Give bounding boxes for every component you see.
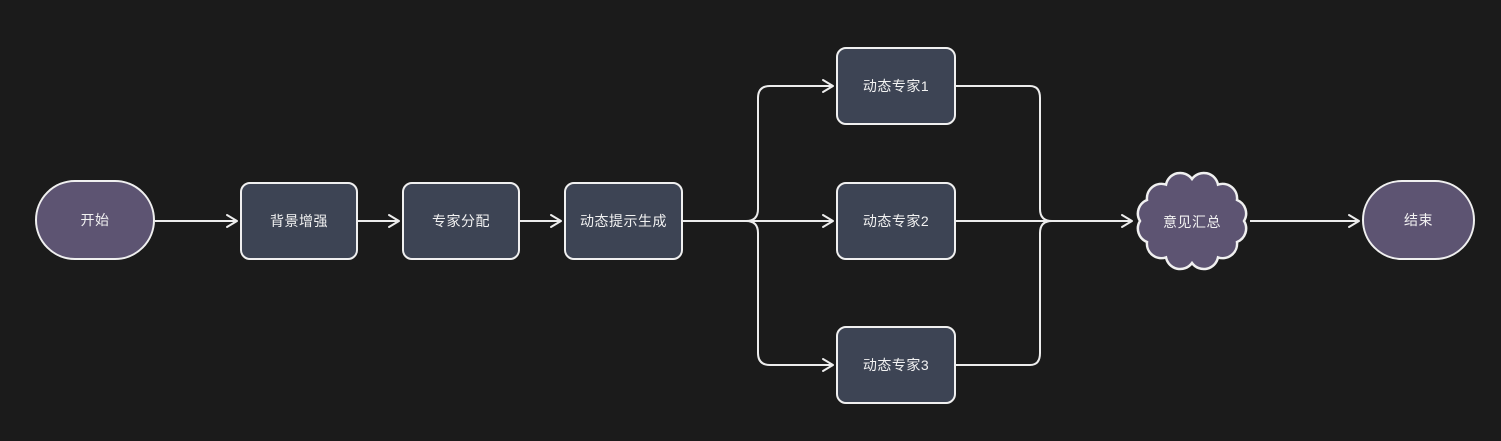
edge-merge-to-opinion-summary-arrowhead — [1121, 214, 1133, 228]
edge-dynamic-prompt-to-dynamic-expert-3-arrowhead — [822, 358, 834, 372]
node-background-enhance-label: 背景增强 — [270, 213, 328, 229]
node-background-enhance: 背景增强 — [240, 182, 358, 260]
node-opinion-summary: 意见汇总 — [1133, 183, 1251, 261]
edge-dynamic-prompt-to-dynamic-expert-1-arrowhead — [822, 79, 834, 93]
edge-background-enhance-to-expert-assign-arrowhead — [388, 214, 400, 228]
edge-dynamic-expert-1-to-opinion-summary — [956, 85, 1053, 222]
node-expert-assign: 专家分配 — [402, 182, 520, 260]
node-opinion-summary-label: 意见汇总 — [1163, 214, 1221, 230]
edge-dynamic-expert-3-to-opinion-summary — [956, 220, 1053, 366]
edge-opinion-summary-to-end-arrowhead — [1348, 214, 1360, 228]
node-dynamic-expert-3: 动态专家3 — [836, 326, 956, 404]
edge-dynamic-prompt-to-dynamic-expert-3 — [745, 220, 833, 366]
node-dynamic-expert-2: 动态专家2 — [836, 182, 956, 260]
node-end: 结束 — [1362, 180, 1475, 260]
node-dynamic-expert-3-label: 动态专家3 — [862, 357, 930, 373]
node-dynamic-expert-1-label: 动态专家1 — [862, 78, 930, 94]
edge-dynamic-prompt-to-dynamic-expert-1 — [745, 85, 833, 222]
edge-dynamic-prompt-to-dynamic-expert-2-arrowhead — [822, 214, 834, 228]
node-dynamic-prompt: 动态提示生成 — [564, 182, 683, 260]
edge-start-to-background-enhance-arrowhead — [226, 214, 238, 228]
cloud-node-shape — [1136, 171, 1248, 271]
node-dynamic-prompt-label: 动态提示生成 — [580, 213, 667, 229]
node-dynamic-expert-2-label: 动态专家2 — [862, 213, 930, 229]
node-dynamic-expert-1: 动态专家1 — [836, 47, 956, 125]
node-expert-assign-label: 专家分配 — [432, 213, 490, 229]
node-start: 开始 — [35, 180, 155, 260]
node-start-label: 开始 — [80, 212, 110, 228]
edge-expert-assign-to-dynamic-prompt-arrowhead — [550, 214, 562, 228]
node-end-label: 结束 — [1404, 212, 1433, 228]
